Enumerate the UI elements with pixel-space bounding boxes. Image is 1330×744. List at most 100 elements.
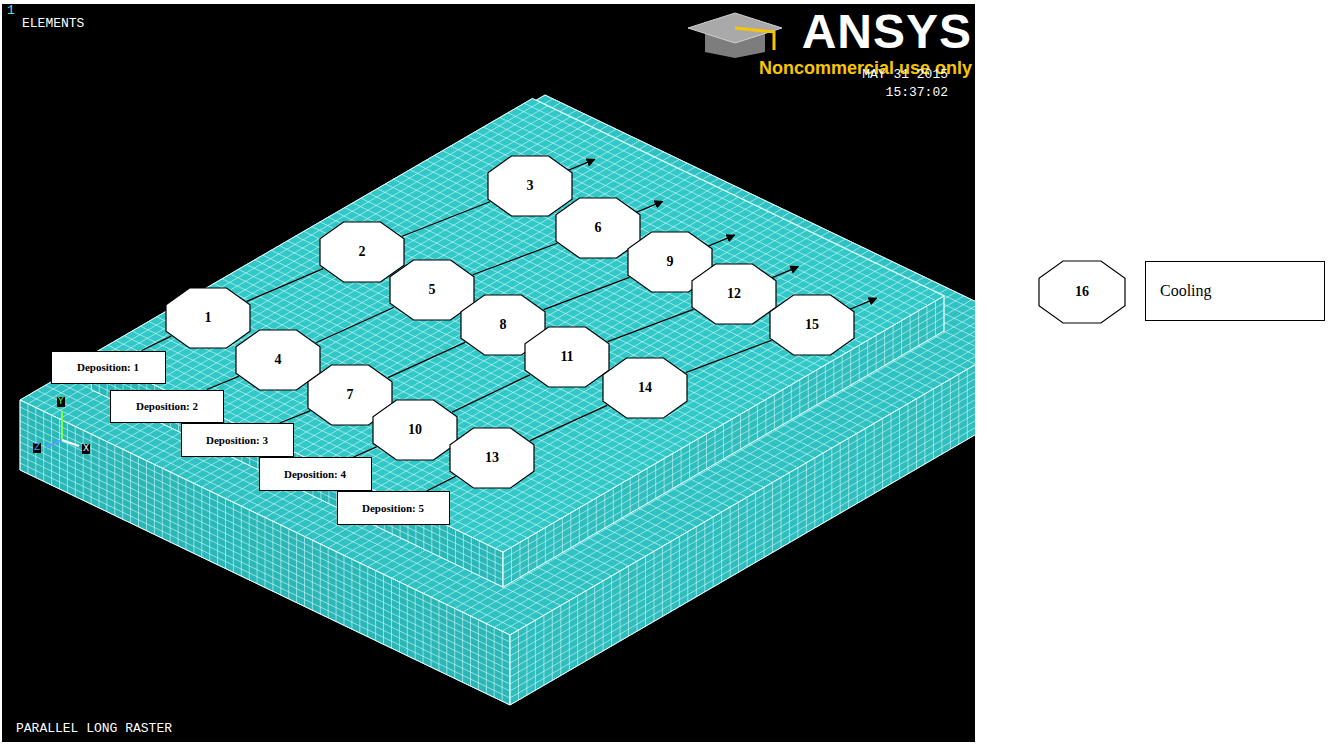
- step-octagon: 10: [372, 399, 458, 461]
- step-number: 2: [359, 244, 366, 259]
- octagon-shape: [373, 400, 457, 460]
- logo-cap: [688, 13, 782, 58]
- step-number: 13: [485, 450, 499, 465]
- box-label: Deposition: 5: [362, 502, 424, 514]
- step-octagon: 1: [165, 287, 251, 349]
- step-number: 15: [805, 317, 819, 332]
- legend-box: Cooling: [1145, 261, 1325, 321]
- raster-line: [142, 336, 171, 350]
- box-label: Deposition: 2: [136, 400, 198, 412]
- octagon-outline: [487, 155, 573, 217]
- octagon-shape: [603, 358, 687, 418]
- octagon-shape: [166, 288, 250, 348]
- raster-line: [686, 340, 772, 372]
- axis-label: X: [82, 444, 90, 454]
- mesh-lines: [20, 95, 975, 635]
- step-octagon: 6: [555, 197, 641, 259]
- deposition-box: Deposition: 1: [51, 351, 166, 384]
- step-number: 11: [560, 349, 573, 364]
- octagon-outline: [165, 287, 251, 349]
- raster-arrow: [812, 298, 877, 325]
- step-number: 4: [275, 352, 282, 367]
- octagon-shape: [628, 232, 712, 292]
- step-number: 14: [638, 380, 652, 395]
- raster-line: [544, 277, 630, 309]
- octagon-shape: [461, 295, 545, 355]
- octagon-outline: [449, 427, 535, 489]
- octagon-outline: [602, 357, 688, 419]
- deposition-box: Deposition: 2: [110, 390, 224, 423]
- raster-line: [530, 405, 607, 440]
- date-stamp: MAY 31 2015: [862, 68, 948, 83]
- mesh-face: [91, 99, 944, 553]
- raster-line: [473, 243, 557, 275]
- raster-line: [247, 269, 323, 302]
- step-number: 12: [727, 286, 741, 301]
- step-number: 10: [408, 422, 422, 437]
- raster-arrow: [530, 159, 595, 186]
- octagon-shape: [1039, 261, 1125, 323]
- step-octagon: 14: [602, 357, 688, 419]
- octagon-shape: [556, 198, 640, 258]
- step-octagon: 5: [389, 259, 475, 321]
- step-number: 8: [500, 317, 507, 332]
- box-label: Deposition: 3: [206, 434, 268, 446]
- step-octagon: 9: [627, 231, 713, 293]
- octagon-outline: [319, 221, 405, 283]
- octagon-outline: [691, 263, 777, 325]
- axis-label: Y: [57, 397, 65, 407]
- raster-line: [316, 307, 394, 342]
- step-octagon: 3: [487, 155, 573, 217]
- octagon-shape: [525, 327, 609, 387]
- deposition-box: Deposition: 5: [337, 491, 450, 525]
- axis-line: [62, 440, 79, 446]
- octagon-outline: [524, 326, 610, 388]
- axis-line: [61, 411, 63, 440]
- octagon-outline: [1038, 260, 1126, 324]
- deposition-box: Deposition: 3: [181, 423, 294, 457]
- mesh-face: [20, 95, 975, 635]
- raster-line: [280, 411, 310, 423]
- step-octagon: 4: [235, 329, 321, 391]
- window-number: 1: [7, 4, 15, 19]
- step-octagon: 13: [449, 427, 535, 489]
- raster-arrows: [530, 159, 877, 325]
- step-octagon: 11: [524, 326, 610, 388]
- raster-line: [402, 202, 490, 237]
- step-number: 9: [667, 254, 674, 269]
- axis-label: Z: [33, 443, 41, 453]
- raster-line: [427, 476, 456, 491]
- octagon-outline: [769, 294, 855, 356]
- raster-arrow: [670, 235, 735, 262]
- step-number: 6: [595, 220, 602, 235]
- octagon-shape: [450, 428, 534, 488]
- octagon-outline: [235, 329, 321, 391]
- logo-wordmark: ANSYS: [802, 8, 972, 56]
- view-title: ELEMENTS: [22, 17, 84, 32]
- step-number: 1: [205, 310, 212, 325]
- octagon-shape: [320, 222, 404, 282]
- axis-triad: [46, 411, 79, 447]
- window-caption: PARALLEL LONG RASTER: [16, 722, 172, 737]
- raster-line: [388, 342, 465, 377]
- axis-line: [46, 440, 62, 447]
- octagon-shape: [692, 264, 776, 324]
- license-note: Noncommercial use only: [759, 58, 972, 79]
- octagon-shape: [390, 260, 474, 320]
- octagon-shape: [308, 365, 392, 425]
- step-number: 3: [527, 178, 534, 193]
- raster-arrow: [598, 201, 663, 228]
- step-octagon: 15: [769, 294, 855, 356]
- octagon-shape: [770, 295, 854, 355]
- box-label: Deposition: 4: [284, 468, 346, 480]
- octagon-shape: [488, 156, 572, 216]
- viewport-background: [2, 4, 975, 742]
- octagon-outline: [372, 399, 458, 461]
- cap-tassel: [735, 28, 774, 50]
- step-number: 5: [429, 282, 436, 297]
- step-number: 16: [1075, 284, 1089, 299]
- raster-line: [207, 376, 239, 389]
- box-label: Cooling: [1160, 282, 1212, 300]
